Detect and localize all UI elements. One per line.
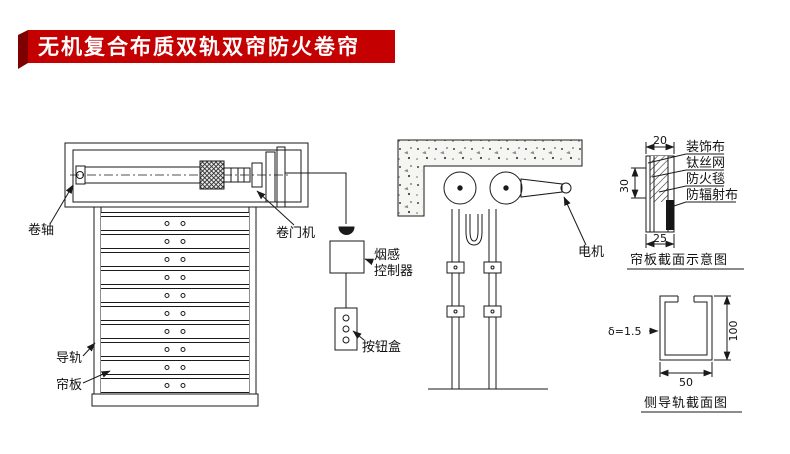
clip-screw bbox=[453, 309, 458, 314]
slat-area bbox=[101, 212, 249, 394]
slat-layer-labels: 装饰布 钛丝网 防火毯 防辐射布 bbox=[647, 140, 738, 209]
button-box-leader bbox=[352, 330, 365, 341]
operator-motor bbox=[199, 160, 225, 190]
lintel-texture bbox=[398, 140, 582, 216]
track-clip bbox=[446, 261, 465, 274]
roller-left bbox=[443, 171, 477, 205]
side-view bbox=[397, 139, 583, 390]
track-clip bbox=[446, 305, 465, 318]
smoke-label-line2: 控制器 bbox=[374, 264, 413, 279]
slat-caption-text: 帘板截面示意图 bbox=[630, 252, 728, 268]
side-view-labels: 电机 bbox=[563, 196, 604, 260]
smoke-label-line1: 烟感 bbox=[374, 247, 400, 263]
dim20-text: 20 bbox=[653, 134, 667, 147]
motor-leader bbox=[563, 196, 587, 246]
coupling-ribs bbox=[230, 168, 245, 182]
slat-leader bbox=[82, 370, 111, 384]
channel-outer bbox=[659, 295, 713, 361]
clip-screw bbox=[453, 265, 458, 270]
radiation-cloth-fill bbox=[666, 200, 674, 230]
button-box-label: 按钮盒 bbox=[362, 339, 401, 355]
housing-inner bbox=[72, 149, 302, 203]
decorative-cloth-leader bbox=[647, 153, 724, 164]
dim100-text: 100 bbox=[727, 321, 740, 342]
slat-section-dims: 20 30 25 bbox=[618, 134, 667, 245]
page-title: 无机复合布质双轨双帘防火卷帘 bbox=[38, 35, 360, 59]
rail-caption-text: 侧导轨截面图 bbox=[644, 396, 728, 411]
front-view-labels: 卷轴 卷门机 导轨 帘板 bbox=[28, 184, 315, 393]
control-labels: 烟感 控制器 按钮盒 bbox=[352, 247, 413, 355]
clip-screw bbox=[490, 309, 495, 314]
title-banner: 无机复合布质双轨双帘防火卷帘 bbox=[18, 30, 395, 69]
button-2 bbox=[342, 325, 350, 333]
motor-cone bbox=[520, 178, 563, 198]
housing-outer bbox=[64, 142, 309, 208]
bottom-bar bbox=[91, 393, 259, 407]
smoke-leader bbox=[364, 258, 375, 266]
motor-tip bbox=[560, 182, 572, 194]
button-3 bbox=[342, 336, 350, 344]
track-clip bbox=[483, 305, 502, 318]
decorative-cloth-label: 装饰布 bbox=[686, 140, 725, 155]
fire-blanket-leader bbox=[658, 185, 724, 193]
slat-label: 帘板 bbox=[56, 377, 82, 393]
channel-lips bbox=[677, 296, 695, 302]
track-clip bbox=[483, 261, 502, 274]
dim50-ext bbox=[659, 362, 713, 377]
button-box bbox=[334, 307, 358, 351]
channel-inner bbox=[664, 301, 708, 356]
motor-label: 电机 bbox=[578, 245, 604, 260]
guide-rail-label: 导轨 bbox=[56, 351, 82, 366]
rail-section-texts: δ=1.5 100 50 bbox=[608, 321, 740, 390]
roller-right bbox=[489, 171, 523, 205]
roll-shaft-label: 卷轴 bbox=[28, 222, 54, 238]
control-wiring bbox=[285, 172, 365, 351]
dim25-text: 25 bbox=[653, 232, 667, 245]
wire-housing-to-detector bbox=[285, 172, 347, 224]
front-view-housing bbox=[64, 142, 309, 208]
radiation-cloth-label: 防辐射布 bbox=[686, 187, 738, 203]
curtain-loop-outer bbox=[465, 214, 483, 246]
operator-leader bbox=[256, 190, 295, 226]
mount-plate-inner bbox=[265, 151, 276, 203]
thickness-text: δ=1.5 bbox=[608, 325, 641, 338]
track-lines bbox=[451, 209, 497, 389]
operator-label: 卷门机 bbox=[276, 225, 315, 241]
layer-dividers bbox=[649, 156, 669, 232]
smoke-detector-dome bbox=[338, 226, 355, 235]
fire-blanket-hatch bbox=[650, 156, 668, 202]
banner-fold bbox=[18, 30, 28, 69]
mount-plate-outer bbox=[276, 146, 286, 208]
roller-left-axis bbox=[457, 185, 463, 191]
bracket bbox=[251, 162, 263, 188]
button-1 bbox=[342, 314, 350, 322]
curtain bbox=[91, 207, 259, 407]
slat-section-caption: 帘板截面示意图 bbox=[627, 252, 744, 270]
radiation-cloth-leader bbox=[667, 201, 736, 209]
curtain-loop-inner bbox=[469, 214, 479, 242]
dim30-ext bbox=[631, 167, 646, 199]
banner-bg bbox=[28, 30, 395, 63]
titanium-mesh-label: 钛丝网 bbox=[686, 156, 725, 171]
dim30-text: 30 bbox=[618, 179, 631, 193]
rail-cross-section bbox=[649, 295, 731, 377]
roller-right-axis bbox=[503, 185, 509, 191]
roll-shaft-leader bbox=[49, 184, 74, 225]
dim50-text: 50 bbox=[679, 376, 693, 389]
rail-section-caption: 侧导轨截面图 bbox=[641, 396, 742, 413]
smoke-controller-box bbox=[329, 240, 365, 274]
clip-screw bbox=[490, 265, 495, 270]
fire-blanket-label: 防火毯 bbox=[686, 171, 725, 187]
titanium-mesh-leader bbox=[651, 169, 724, 178]
coupling bbox=[223, 167, 251, 183]
guide-rail-leader bbox=[82, 342, 96, 357]
